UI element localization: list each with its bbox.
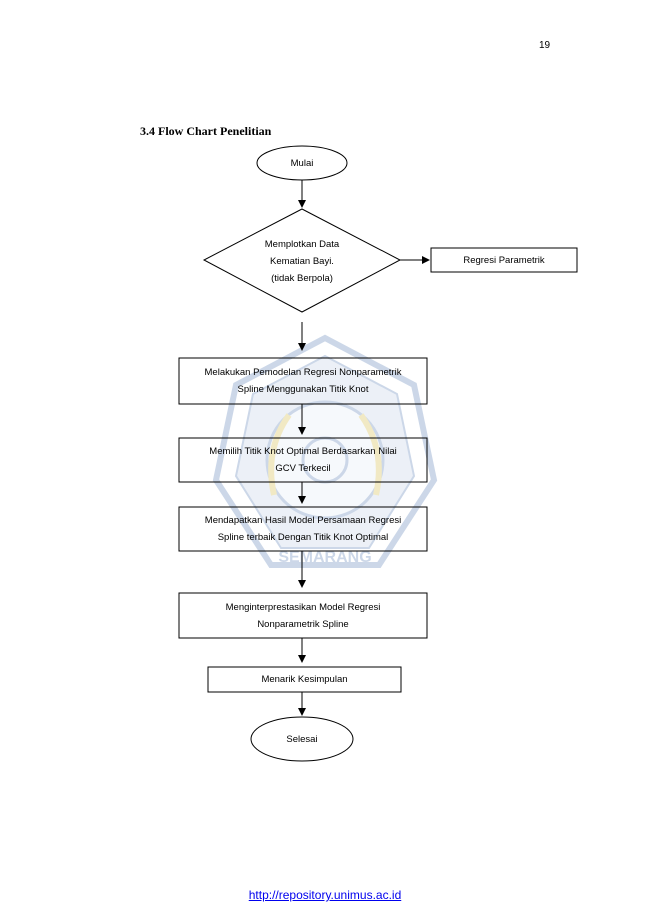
step-3-line-2: Spline terbaik Dengan Titik Knot Optimal	[217, 532, 389, 543]
decision-line-3: (tidak Berpola)	[271, 272, 333, 284]
step-1-label: Melakukan Pemodelan Regresi Nonparametri…	[179, 358, 427, 404]
step-3-label: Mendapatkan Hasil Model Persamaan Regres…	[179, 507, 427, 551]
step-box-4	[178, 592, 428, 639]
decision-line-1: Memplotkan Data	[264, 238, 340, 250]
repository-link[interactable]: http://repository.unimus.ac.id	[248, 888, 402, 902]
step-2-label: Memilih Titik Knot Optimal Berdasarkan N…	[179, 438, 427, 482]
start-label: Mulai	[290, 157, 314, 169]
step-box-3	[178, 506, 428, 552]
step-1-line-2: Spline Menggunakan Titik Knot	[237, 384, 369, 395]
step-2-line-2: GCV Terkecil	[275, 463, 331, 474]
end-label: Selesai	[286, 733, 318, 745]
section-title: 3.4 Flow Chart Penelitian	[140, 124, 272, 138]
decision-diamond	[202, 208, 402, 313]
step-4-line-1: Menginterprestasikan Model Regresi	[225, 601, 381, 613]
step-box-1	[178, 357, 428, 405]
conclusion-box	[207, 666, 402, 693]
step-4-label: Menginterprestasikan Model Regresi Nonpa…	[179, 593, 427, 638]
decision-label: Memplotkan Data Kematian Bayi. (tidak Be…	[230, 233, 374, 289]
page-number: 19	[539, 40, 551, 51]
step-3-line-1: Mendapatkan Hasil Model Persamaan Regres…	[204, 515, 402, 526]
side-box	[430, 247, 578, 273]
conclusion-label: Menarik Kesimpulan	[261, 674, 348, 685]
side-box-label: Regresi Parametrik	[463, 254, 545, 266]
step-2-line-1: Memilih Titik Knot Optimal Berdasarkan N…	[209, 446, 397, 457]
end-terminal	[250, 716, 354, 762]
step-1-line-1: Melakukan Pemodelan Regresi Nonparametri…	[204, 367, 402, 378]
step-box-2	[178, 437, 428, 483]
decision-line-2: Kematian Bayi.	[270, 255, 334, 267]
step-4-line-2: Nonparametrik Spline	[257, 618, 349, 630]
